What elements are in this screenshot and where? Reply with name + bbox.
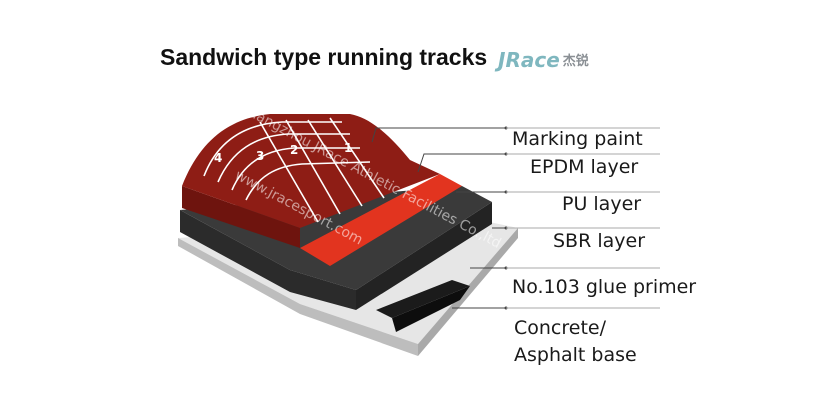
diagram-title: Sandwich type running tracks <box>160 44 488 70</box>
pu-layer <box>300 174 462 266</box>
marking-diagonal <box>307 119 363 207</box>
leader-epdm <box>417 153 506 173</box>
label-sbr-layer: SBR layer <box>553 230 646 252</box>
lane-number-4: 4 <box>214 151 222 165</box>
sbr-layer-front <box>356 202 492 310</box>
logo-chinese-text: 杰锐 <box>562 54 589 69</box>
lane-line <box>203 121 342 177</box>
concrete-base-side <box>178 238 418 356</box>
leader-marking-paint <box>371 127 506 143</box>
lane-line <box>217 133 350 183</box>
marking-diagonal <box>259 121 319 223</box>
concrete-base-front <box>418 228 518 356</box>
sbr-layer-side <box>180 210 356 310</box>
lane-number-2: 2 <box>290 143 298 157</box>
lane-line <box>245 161 371 201</box>
label-epdm-layer: EPDM layer <box>530 156 639 178</box>
marking-paint-lines <box>203 117 385 223</box>
label-asphalt-base: Asphalt base <box>514 344 637 366</box>
leader-right-rules <box>506 127 660 309</box>
leader-lines <box>371 127 506 309</box>
label-pu-layer: PU layer <box>562 193 642 215</box>
lane-number-3: 3 <box>256 149 264 163</box>
glue-primer-layer <box>392 286 470 332</box>
label-glue-primer: No.103 glue primer <box>512 276 697 298</box>
epdm-layer-side <box>182 186 300 248</box>
glue-primer-top <box>376 280 470 318</box>
label-marking-paint: Marking paint <box>512 128 643 150</box>
label-concrete: Concrete/ <box>514 317 607 339</box>
lane-number-1: 1 <box>344 141 352 155</box>
marking-diagonal <box>285 119 341 215</box>
marking-diagonal <box>329 117 385 199</box>
logo-text: JRace <box>498 48 560 72</box>
lane-line <box>231 147 360 191</box>
